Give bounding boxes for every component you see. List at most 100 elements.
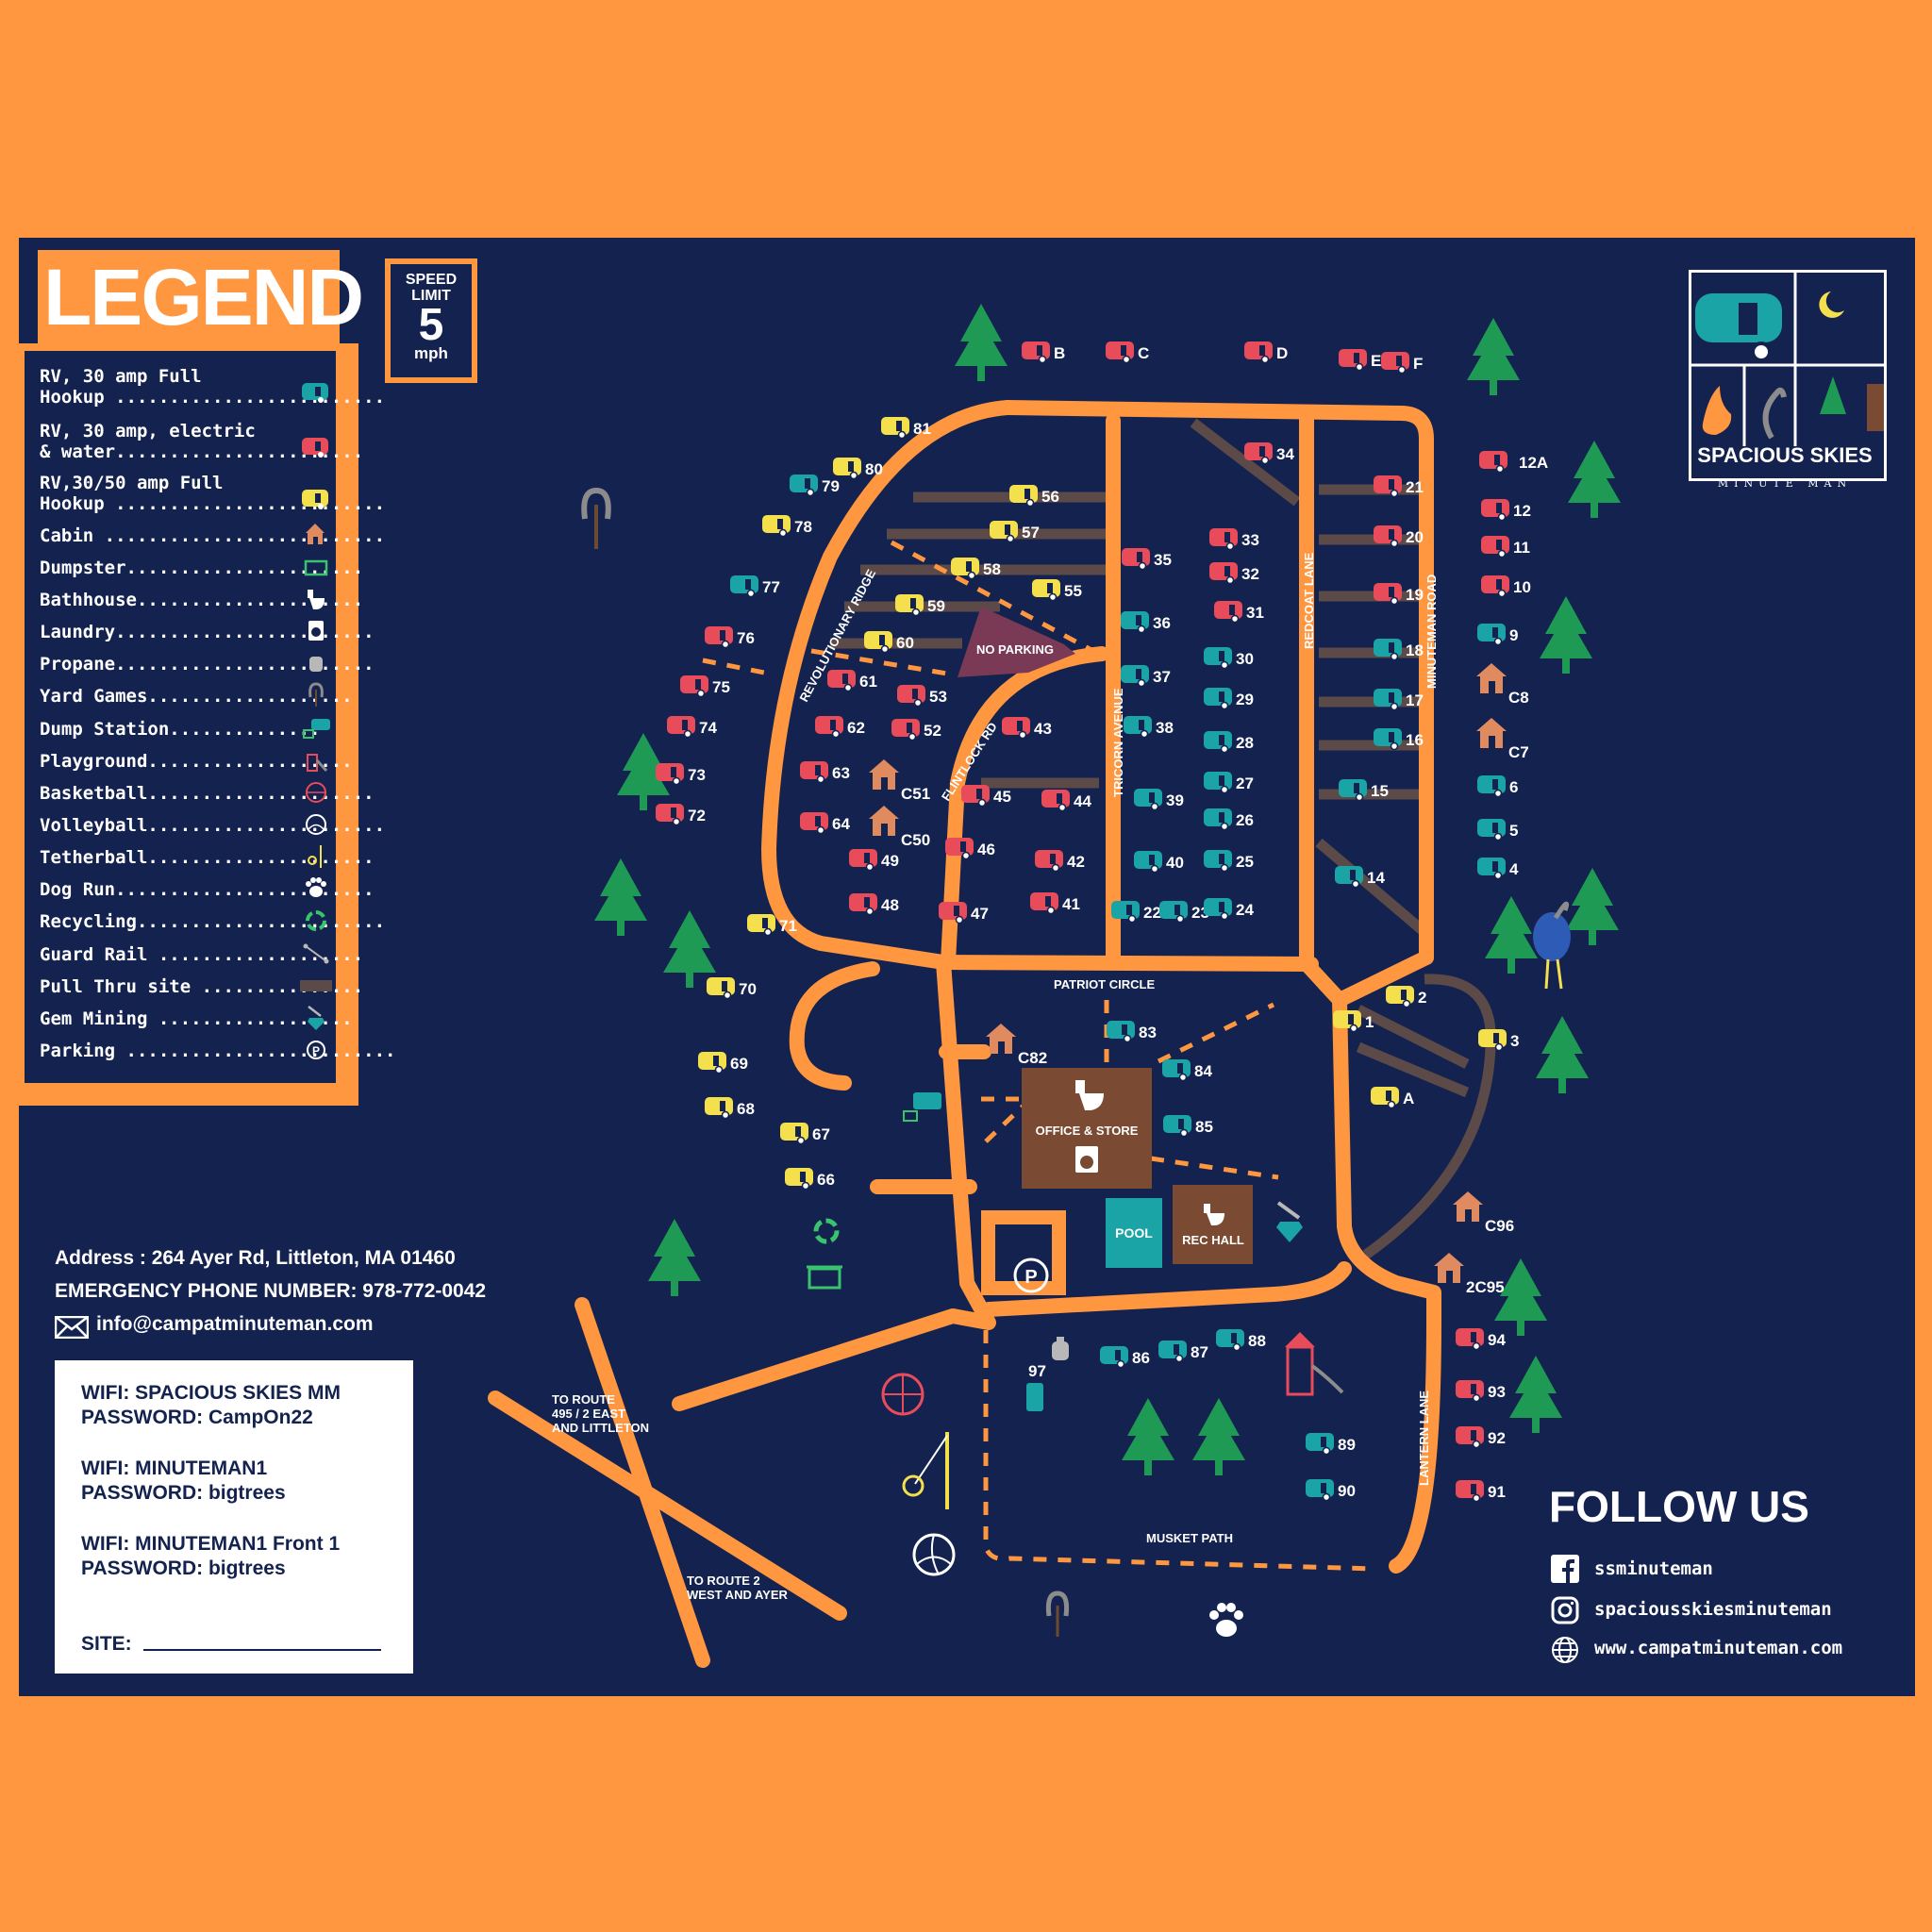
campsite[interactable]: 5 [1477, 819, 1518, 841]
campsite[interactable]: 49 [849, 849, 899, 872]
campsite[interactable]: 70 [707, 977, 757, 1000]
campsite[interactable]: 32 [1209, 562, 1259, 585]
campsite[interactable]: E [1339, 349, 1381, 372]
campsite[interactable]: 22 [1111, 901, 1161, 924]
campsite[interactable]: 56 [1009, 485, 1059, 508]
campsite[interactable]: 89 [1306, 1433, 1356, 1456]
campsite[interactable]: 81 [881, 417, 931, 440]
campsite[interactable]: 71 [747, 914, 797, 937]
cabin[interactable]: C82 [986, 1024, 1047, 1067]
campsite[interactable]: 78 [762, 515, 812, 538]
campsite[interactable]: 53 [897, 685, 947, 708]
cabin[interactable]: 2C95 [1434, 1253, 1505, 1296]
campsite[interactable]: 85 [1163, 1115, 1213, 1138]
campsite[interactable]: 12 [1481, 499, 1531, 522]
campsite[interactable]: 25 [1204, 850, 1254, 873]
site-blank-line[interactable] [143, 1649, 381, 1651]
campsite[interactable]: C [1106, 341, 1149, 364]
campsite[interactable]: 17 [1374, 689, 1424, 711]
campsite[interactable]: 4 [1477, 858, 1519, 880]
campsite[interactable]: 16 [1374, 728, 1424, 751]
campsite[interactable]: 48 [849, 893, 899, 916]
email[interactable]: info@campatminuteman.com [96, 1313, 374, 1335]
campsite[interactable]: 55 [1032, 579, 1082, 602]
campsite[interactable]: 69 [698, 1052, 748, 1074]
campsite[interactable]: 35 [1122, 548, 1172, 571]
campsite[interactable]: 31 [1214, 601, 1264, 624]
campsite[interactable]: 46 [945, 838, 995, 860]
cabin[interactable]: C50 [869, 806, 930, 849]
campsite[interactable]: 38 [1124, 716, 1174, 739]
campsite[interactable]: 92 [1456, 1426, 1506, 1449]
campsite[interactable]: F [1381, 352, 1423, 375]
campsite[interactable]: 6 [1477, 775, 1518, 798]
campsite[interactable]: 63 [800, 761, 850, 784]
campsite[interactable]: 41 [1030, 892, 1080, 915]
campsite[interactable]: A [1371, 1087, 1414, 1109]
campsite[interactable]: 36 [1121, 611, 1171, 634]
campsite[interactable]: 39 [1134, 789, 1184, 811]
instagram-handle[interactable]: spaciousskiesminuteman [1594, 1599, 1832, 1620]
campsite[interactable]: 83 [1107, 1021, 1157, 1043]
campsite[interactable]: 9 [1477, 624, 1518, 646]
campsite[interactable]: 21 [1374, 475, 1424, 498]
campsite[interactable]: 12A [1479, 451, 1548, 474]
campsite[interactable]: 77 [730, 575, 780, 598]
cabin[interactable]: C51 [869, 759, 930, 803]
campsite[interactable]: 11 [1481, 536, 1530, 558]
campsite[interactable]: 61 [827, 670, 877, 692]
campsite[interactable]: D [1244, 341, 1288, 364]
campsite[interactable]: 24 [1204, 898, 1254, 921]
campsite[interactable]: 79 [790, 475, 840, 497]
campsite[interactable]: 57 [990, 521, 1040, 543]
campsite[interactable]: 43 [1002, 717, 1052, 740]
campsite[interactable]: 30 [1204, 647, 1254, 670]
campsite[interactable]: 62 [815, 716, 865, 739]
campsite[interactable]: 3 [1478, 1029, 1519, 1052]
campsite[interactable]: 72 [656, 804, 706, 826]
website[interactable]: www.campatminuteman.com [1594, 1638, 1843, 1658]
campsite[interactable]: 18 [1374, 639, 1424, 661]
campsite[interactable]: 67 [780, 1123, 830, 1145]
campsite[interactable]: 1 [1333, 1010, 1374, 1033]
facebook-handle[interactable]: ssminuteman [1594, 1558, 1713, 1579]
campsite[interactable]: 34 [1244, 442, 1294, 465]
campsite[interactable]: 27 [1204, 772, 1254, 794]
campsite[interactable]: 80 [833, 458, 883, 480]
campsite[interactable]: 47 [939, 902, 989, 924]
campsite[interactable]: 84 [1162, 1059, 1212, 1082]
campsite[interactable]: 28 [1204, 731, 1254, 754]
campsite[interactable]: 14 [1335, 866, 1385, 889]
campsite[interactable]: 37 [1121, 665, 1171, 688]
campsite[interactable]: 76 [705, 626, 755, 649]
campsite[interactable]: 94 [1456, 1328, 1506, 1351]
campsite[interactable]: 86 [1100, 1346, 1150, 1369]
campsite[interactable]: 44 [1041, 790, 1091, 812]
campsite[interactable]: 68 [705, 1097, 755, 1120]
campsite[interactable]: 26 [1204, 808, 1254, 831]
campsite[interactable]: 2 [1386, 986, 1426, 1008]
campsite[interactable]: 40 [1134, 851, 1184, 874]
campsite[interactable]: 90 [1306, 1479, 1356, 1502]
cabin[interactable]: C7 [1476, 718, 1529, 761]
campsite[interactable]: 59 [895, 594, 945, 617]
campsite[interactable]: B [1022, 341, 1065, 364]
campsite[interactable]: 33 [1209, 528, 1259, 551]
campsite[interactable]: 73 [656, 763, 706, 786]
campsite[interactable]: 74 [667, 716, 717, 739]
campsite[interactable]: 10 [1481, 575, 1531, 598]
campsite[interactable]: 91 [1456, 1480, 1506, 1503]
campsite[interactable]: 88 [1216, 1329, 1266, 1352]
campsite[interactable]: 15 [1339, 779, 1389, 802]
campsite[interactable]: 93 [1456, 1380, 1506, 1403]
campsite[interactable]: 45 [961, 785, 1011, 808]
campsite[interactable]: 23 [1159, 901, 1209, 924]
campsite[interactable]: 20 [1374, 525, 1424, 548]
campsite[interactable]: 52 [891, 719, 941, 741]
campsite[interactable]: 75 [680, 675, 730, 698]
campsite[interactable]: 64 [800, 812, 850, 835]
cabin[interactable]: C96 [1453, 1191, 1514, 1235]
campsite[interactable]: 87 [1158, 1341, 1208, 1363]
campsite[interactable]: 60 [864, 631, 914, 654]
campsite[interactable]: 29 [1204, 688, 1254, 710]
